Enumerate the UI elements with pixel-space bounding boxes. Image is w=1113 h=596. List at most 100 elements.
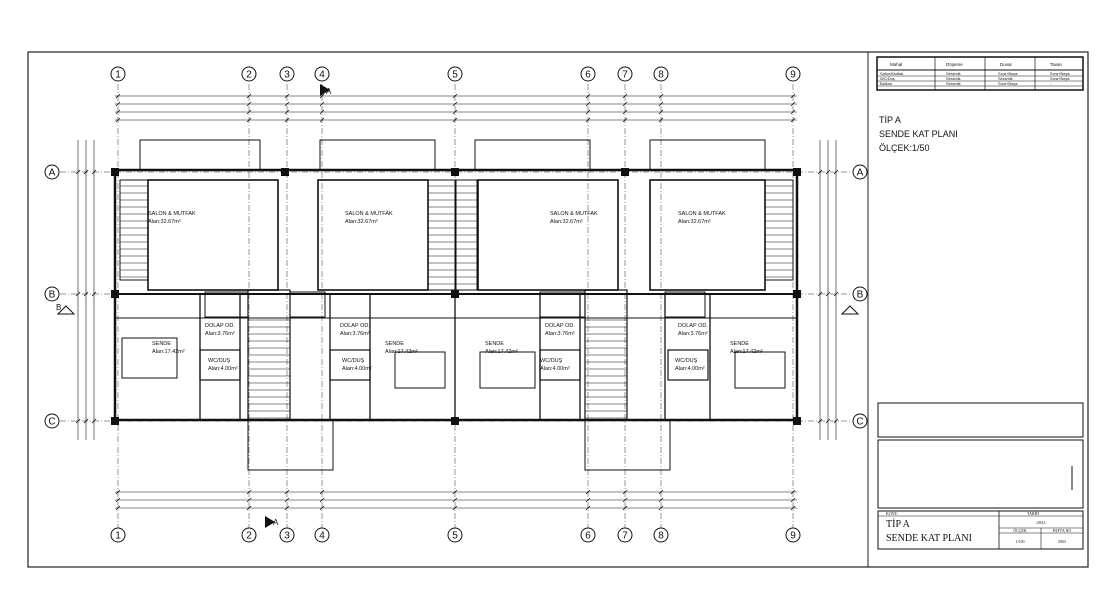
table-cell: Sıva+Boya (998, 71, 1018, 76)
svg-text:SALON & MUTFAK: SALON & MUTFAK (678, 211, 726, 217)
table-cell: Seramik (998, 76, 1013, 81)
room-label: SALON & MUTFAK Alan:32.67m² (345, 211, 393, 225)
svg-text:SENDE KAT PLANI: SENDE KAT PLANI (886, 533, 972, 544)
svg-text:Alan:3.76m²: Alan:3.76m² (545, 331, 575, 337)
grid-bubble-column: 9 (785, 527, 801, 543)
drawing-title: TİP A SENDE KAT PLANI ÖLÇEK:1/50 (879, 115, 958, 153)
grid-bubble-row: C (852, 413, 868, 429)
svg-text:6: 6 (585, 531, 591, 542)
svg-text:8: 8 (658, 70, 664, 81)
grid-bubble-row: B (44, 286, 60, 302)
svg-text:TİP A: TİP A (886, 518, 911, 530)
svg-text:5: 5 (452, 70, 458, 81)
svg-text:2: 2 (246, 531, 252, 542)
svg-text:Mahal: Mahal (890, 62, 902, 67)
room-label: DOLAP OD.Alan:3.76m² (340, 323, 370, 337)
table-cell: Sıva+Boya (1050, 71, 1070, 76)
svg-text:Alan:32.67m²: Alan:32.67m² (678, 219, 711, 225)
svg-text:Alan:3.76m²: Alan:3.76m² (678, 331, 708, 337)
room-label: DOLAP OD. Alan:3.76m² (545, 323, 575, 337)
svg-text:DOLAP OD.: DOLAP OD. (545, 323, 575, 329)
table-cell: Balkon (880, 81, 892, 86)
grid-bubble-column: 7 (617, 527, 633, 543)
svg-text:Alan:3.76m²: Alan:3.76m² (205, 331, 235, 337)
building-walls (111, 139, 801, 471)
grid-bubble-column: 4 (314, 66, 330, 82)
grid-bubble-column: 7 (617, 66, 633, 82)
svg-text:Tavan: Tavan (1050, 62, 1063, 67)
grid-bubble-column: 2 (241, 66, 257, 82)
table-cell: Seramik (946, 71, 961, 76)
svg-text:Alan:4.00m²: Alan:4.00m² (208, 366, 238, 372)
notes-box (877, 402, 1084, 438)
svg-text:DOLAP OD.: DOLAP OD. (678, 323, 708, 329)
grid-bubble-column: 1 (110, 527, 126, 543)
svg-text:TARİH: TARİH (1027, 511, 1039, 516)
table-cell: Seramik (946, 81, 961, 86)
svg-text:SALON & MUTFAK: SALON & MUTFAK (345, 211, 393, 217)
svg-text:Alan:17.42m²: Alan:17.42m² (152, 349, 185, 355)
grid-bubble-row: B (852, 286, 868, 302)
dimension-lines (75, 93, 839, 511)
svg-text:Alan:32.67m²: Alan:32.67m² (345, 219, 378, 225)
svg-text:WC/DUŞ: WC/DUŞ (675, 358, 698, 364)
section-mark-b-left: B (56, 303, 76, 315)
svg-text:PAFTA NO: PAFTA NO (1053, 528, 1072, 533)
grid-bubble-column: 9 (785, 66, 801, 82)
svg-text:SALON & MUTFAK: SALON & MUTFAK (148, 211, 196, 217)
svg-text:4: 4 (319, 70, 325, 81)
table-cell: WC/Duş (880, 76, 895, 81)
svg-text:2023: 2023 (1037, 520, 1047, 525)
grid-bubble-column: 1 (110, 66, 126, 82)
svg-text:M03: M03 (1058, 539, 1066, 544)
svg-text:Alan:4.00m²: Alan:4.00m² (342, 366, 372, 372)
svg-text:B: B (49, 290, 56, 301)
svg-text:A: A (273, 518, 279, 527)
grid-bubble-column: 3 (279, 66, 295, 82)
svg-text:9: 9 (790, 70, 796, 81)
title-block: KONU TİP A SENDE KAT PLANI TARİH 2023 ÖL… (877, 510, 1084, 550)
svg-text:4: 4 (319, 531, 325, 542)
svg-text:C: C (48, 417, 55, 428)
svg-text:SENDE: SENDE (730, 341, 749, 347)
svg-text:KONU: KONU (886, 511, 898, 516)
svg-text:6: 6 (585, 70, 591, 81)
table-cell: Sıva+Boya (1050, 76, 1070, 81)
grid-bubble-column: 5 (447, 66, 463, 82)
grid-bubble-row: C (44, 413, 60, 429)
svg-text:A: A (326, 87, 332, 96)
room-label: SALON & MUTFAK Alan:32.67m² (678, 211, 726, 225)
svg-text:SENDE KAT PLANI: SENDE KAT PLANI (879, 129, 958, 139)
room-label: SALON & MUTFAK Alan:32.67m² (148, 211, 196, 225)
svg-text:WC/DUŞ: WC/DUŞ (342, 358, 365, 364)
svg-text:Alan:32.67m²: Alan:32.67m² (148, 219, 181, 225)
svg-text:A: A (49, 168, 56, 179)
svg-text:1: 1 (115, 531, 121, 542)
section-mark-a-bottom: A (265, 516, 279, 528)
grid-bubble-column: 3 (279, 527, 295, 543)
svg-text:B: B (857, 290, 864, 301)
svg-text:7: 7 (622, 70, 628, 81)
svg-text:2: 2 (246, 70, 252, 81)
grid-bubble-column: 6 (580, 66, 596, 82)
svg-text:C: C (856, 417, 863, 428)
svg-text:SALON & MUTFAK: SALON & MUTFAK (550, 211, 598, 217)
svg-text:ÖLÇEK:1/50: ÖLÇEK:1/50 (879, 143, 930, 153)
svg-text:DOLAP OD.: DOLAP OD. (340, 323, 370, 329)
svg-text:WC/DUŞ: WC/DUŞ (208, 358, 231, 364)
svg-text:B: B (56, 303, 61, 312)
grid-bubble-row: A (852, 164, 868, 180)
table-cell: Seramik (946, 76, 961, 81)
section-mark-b-right (840, 305, 860, 315)
svg-text:3: 3 (284, 70, 290, 81)
svg-text:Alan:17.42m²: Alan:17.42m² (485, 349, 518, 355)
